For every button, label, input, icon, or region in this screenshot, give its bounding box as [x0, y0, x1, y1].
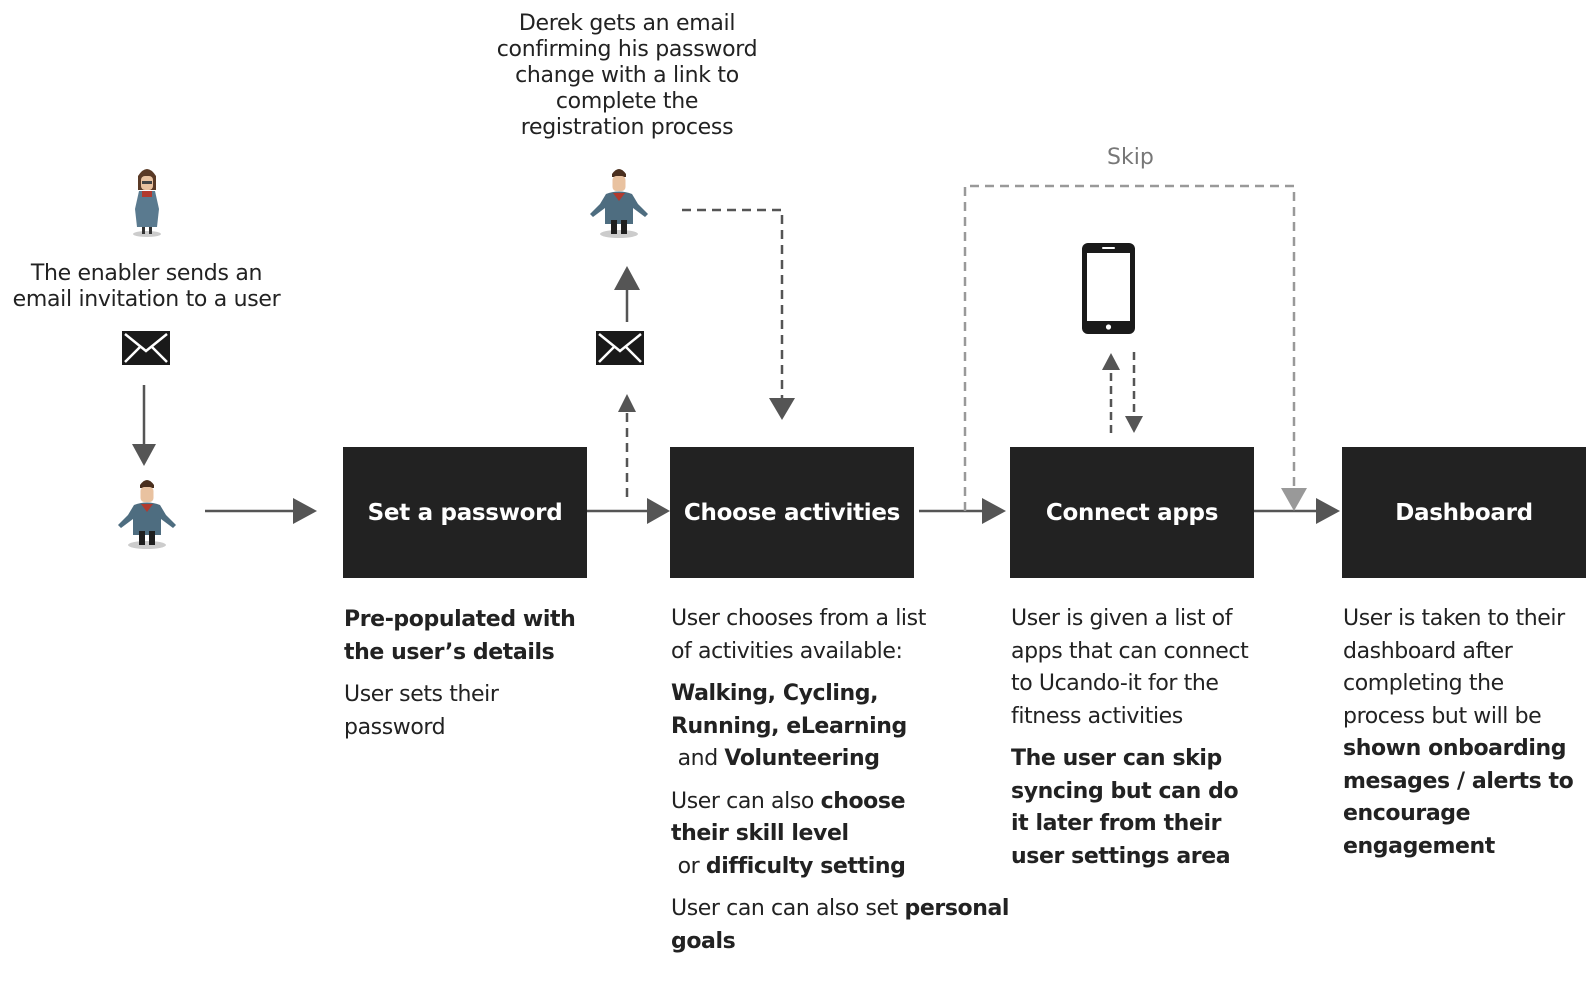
step-dashboard: Dashboard [1342, 447, 1586, 578]
desc-activities-list: Walking, Cycling, Running, eLearning [671, 681, 907, 739]
desc-dashboard: User is taken to their dashboard after c… [1343, 603, 1591, 873]
smartphone-icon [1082, 243, 1135, 334]
arrow-icon-derek-to-activities-dashed [682, 208, 795, 420]
envelope-icon-confirmation [596, 331, 644, 365]
arrow-icon-password-to-envelope-dashed [618, 394, 636, 497]
desc-activities-goals-intro: User can can also set [671, 896, 905, 921]
desc-dashboard-bold: shown onboarding mesages / alerts to enc… [1343, 736, 1574, 859]
desc-activities-difficulty: difficulty setting [705, 853, 906, 879]
desc-choose-activities: User chooses from a list of activities a… [671, 603, 1009, 968]
enabler-woman-icon [133, 169, 161, 237]
desc-set-password-text: User sets their password [344, 682, 499, 740]
step-choose-activities: Choose activities [670, 447, 914, 578]
arrow-icon-apps-to-phone-dashed [1102, 353, 1120, 433]
arrow-icon-apps-to-dashboard [1251, 498, 1340, 524]
arrow-icon-user-to-password [205, 498, 317, 524]
desc-dashboard-text: User is taken to their dashboard after c… [1343, 606, 1572, 729]
envelope-icon-invitation [122, 331, 170, 365]
arrow-icon-skip-dashed [963, 184, 1307, 511]
desc-activities-goals: personal goals [671, 896, 1010, 954]
user-man-icon-derek [590, 169, 648, 238]
desc-connect-apps-text: User is given a list of apps that can co… [1011, 606, 1249, 729]
arrow-icon-envelope-to-derek [614, 266, 640, 322]
enabler-caption: The enabler sends an email invitation to… [12, 261, 281, 312]
derek-caption: Derek gets an email confirming his passw… [496, 11, 758, 140]
desc-set-password-bold: Pre-populated with the user’s details [344, 607, 576, 665]
desc-set-password: Pre-populated with the user’s details Us… [344, 604, 594, 754]
step-connect-apps: Connect apps [1010, 447, 1254, 578]
desc-activities-volunteering: Volunteering [724, 746, 880, 771]
skip-label: Skip [1107, 145, 1154, 170]
desc-activities-intro: User chooses from a list of activities a… [671, 606, 926, 664]
desc-connect-apps: User is given a list of apps that can co… [1011, 603, 1261, 883]
desc-connect-apps-bold: The user can skip syncing but can do it … [1011, 746, 1239, 869]
desc-activities-or: or [671, 853, 706, 879]
arrow-icon-phone-to-apps-dashed [1125, 352, 1143, 433]
arrow-icon-invitation-down [132, 385, 156, 466]
desc-activities-skill-intro: User can also [671, 788, 821, 814]
arrow-icon-activities-to-apps [919, 498, 1006, 524]
step-set-password: Set a password [343, 447, 587, 578]
arrow-icon-password-to-activities [587, 498, 670, 524]
desc-activities-and: and [671, 746, 725, 771]
user-man-icon [118, 480, 176, 549]
desc-activities-skill: choose their skill level [671, 788, 906, 847]
